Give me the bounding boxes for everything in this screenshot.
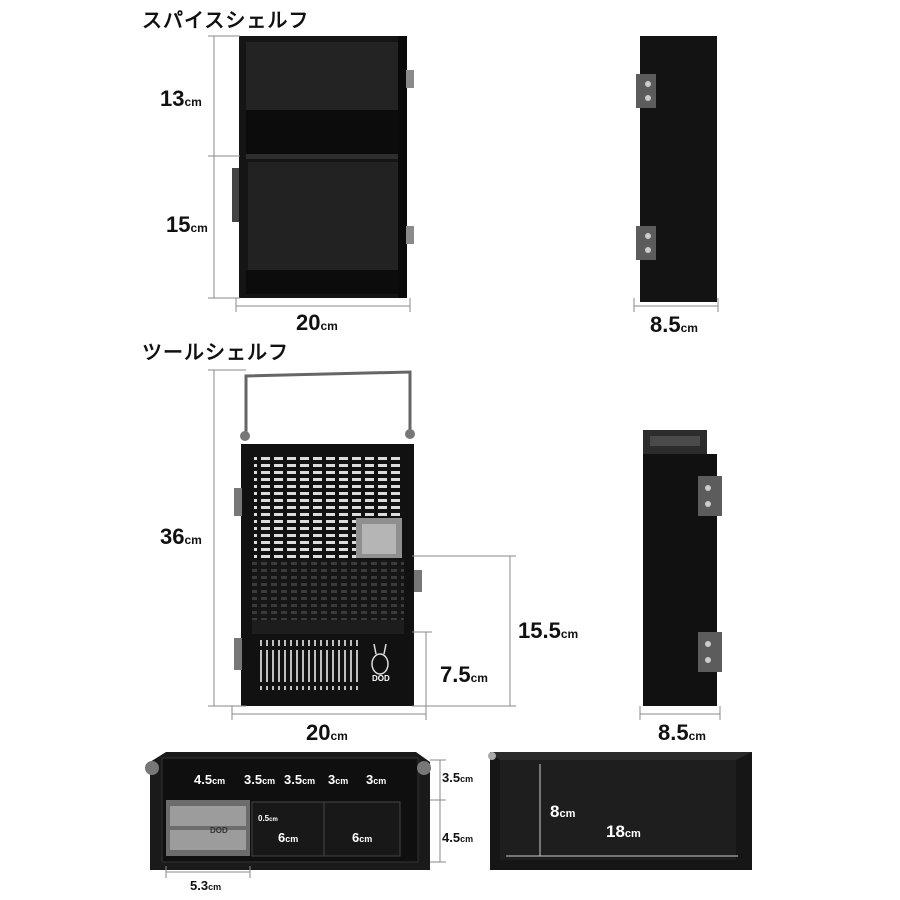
compartment-1-label: 4.5cm <box>194 772 226 787</box>
compartment-4-label: 3cm <box>328 772 349 787</box>
tray-dimension-lines <box>506 764 738 857</box>
organizer-dimension-lines <box>165 759 446 878</box>
spice-shelf-front <box>232 36 414 298</box>
spice-shelf-width-label: 20cm <box>296 310 338 335</box>
tool-shelf-front <box>234 370 422 706</box>
spice-shelf-side <box>636 36 717 302</box>
spice-shelf-height-top-label: 13cm <box>160 86 202 111</box>
spice-shelf-title: スパイスシェルフ <box>142 8 310 32</box>
tray-width-label: 18cm <box>606 822 641 841</box>
tool-shelf-dimension-lines <box>208 369 516 720</box>
tool-shelf-depth-label: 8.5cm <box>658 720 706 745</box>
tool-shelf-height-label: 36cm <box>160 524 202 549</box>
tool-shelf-title: ツールシェルフ <box>142 340 289 364</box>
organizer-top-view <box>145 752 431 870</box>
rear-row-height-label: 4.5cm <box>442 830 474 845</box>
tool-shelf-lower-height-label: 7.5cm <box>440 662 488 687</box>
package-text: DOD <box>210 826 228 835</box>
tray-top-view <box>488 752 752 870</box>
tool-shelf-pocket-height-label: 15.5cm <box>518 618 579 643</box>
tool-shelf-width-label: 20cm <box>306 720 348 745</box>
compartment-2-label: 3.5cm <box>244 772 276 787</box>
dod-rabbit-logo <box>371 643 389 675</box>
spice-shelf-height-bottom-label: 15cm <box>166 212 208 237</box>
spice-shelf-depth-line <box>633 298 719 312</box>
compartment-3-label: 3.5cm <box>284 772 316 787</box>
dod-logo-text: DOD <box>372 674 390 683</box>
front-row-height-label: 3.5cm <box>442 770 474 785</box>
tray-depth-label: 8cm <box>550 802 576 821</box>
tool-shelf-side <box>643 430 722 706</box>
bin-b-label: 6cm <box>352 830 373 845</box>
bin-a-label: 6cm <box>278 830 299 845</box>
compartment-5-label: 3cm <box>366 772 387 787</box>
tool-shelf-depth-line <box>639 706 721 720</box>
divider-gap-label: 0.5cm <box>258 814 278 823</box>
spice-shelf-depth-label: 8.5cm <box>650 312 698 337</box>
left-width-label: 5.3cm <box>190 878 222 893</box>
spice-shelf-dimension-lines <box>208 35 411 312</box>
